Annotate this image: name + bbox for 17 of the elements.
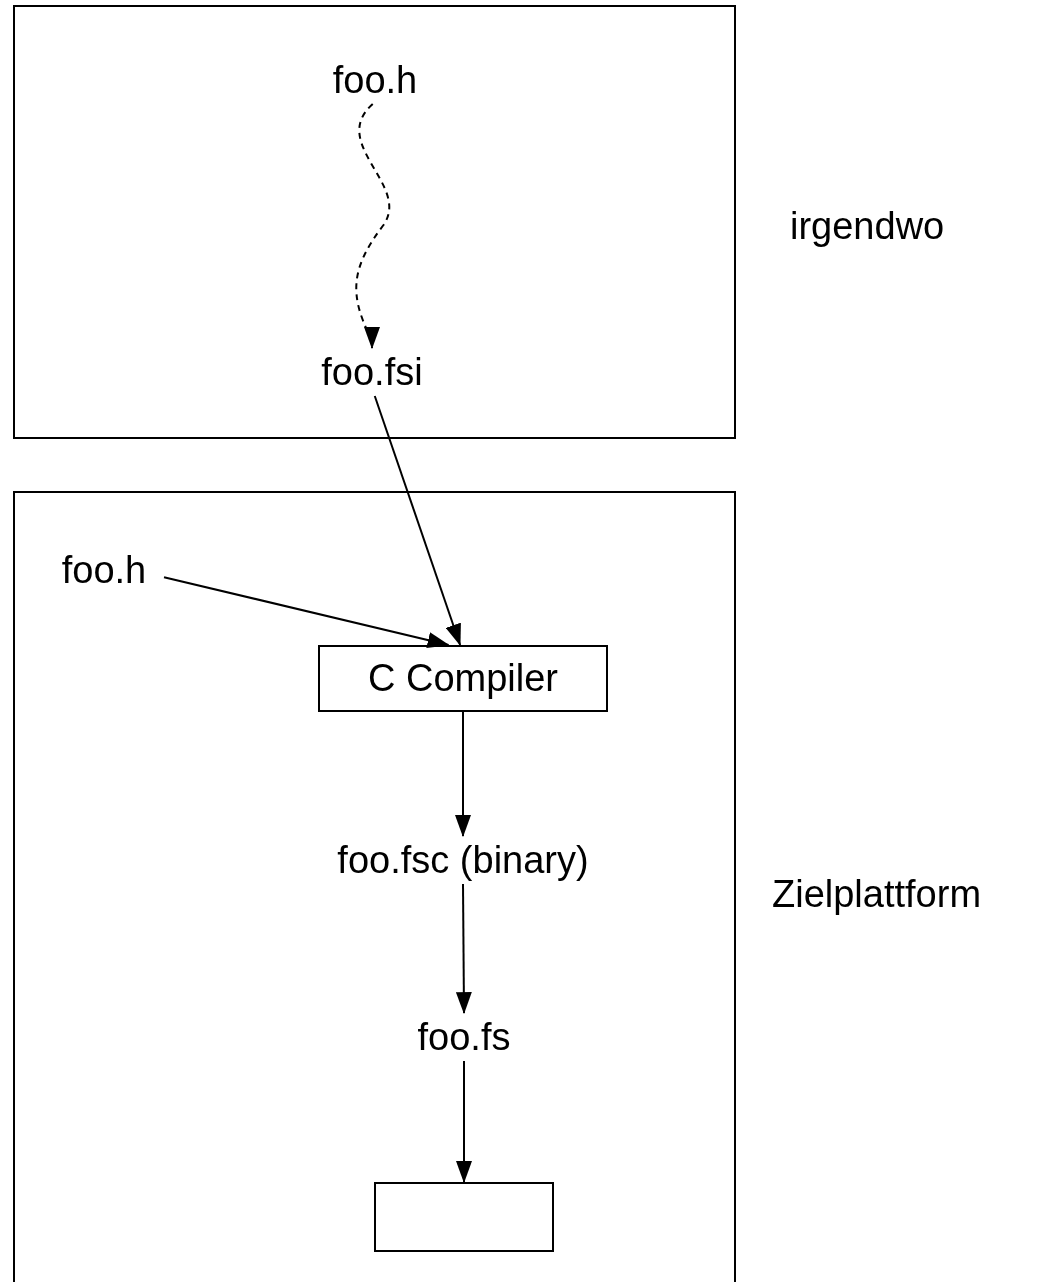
process-box [374,1182,554,1252]
arrow [456,1060,472,1183]
arrow [373,395,463,646]
process-box: C Compiler [318,645,608,712]
container-box [13,491,736,1282]
arrow [455,711,471,837]
file-label: foo.fsc (binary) [293,836,633,884]
file-label: foo.h [44,546,164,594]
container-box [13,5,736,439]
file-label: foo.h [318,56,432,104]
arrow [455,883,472,1014]
file-label: foo.fs [400,1013,528,1061]
arrow [163,576,450,650]
file-label: foo.fsi [303,348,441,396]
region-label: Zielplattform [772,875,982,913]
arrow [355,103,391,349]
region-label: irgendwo [790,207,945,245]
